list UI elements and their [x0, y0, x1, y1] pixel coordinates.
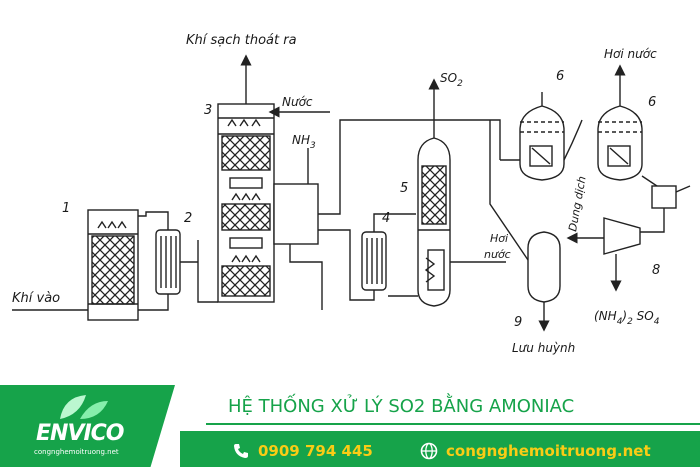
line-1-2-bottom [138, 294, 169, 311]
line-to-9 [489, 120, 529, 261]
nh3-sub: 3 [310, 141, 316, 151]
line-2-3 [197, 240, 218, 303]
tower-3-side-vessel [273, 183, 319, 245]
label-steam-mid-2: nước [484, 248, 511, 261]
number-9: 9 [514, 315, 522, 330]
label-so2: SO2 [440, 71, 463, 89]
footer-banner: ENVICO congnghemoitruong.net HỆ THỐNG XỬ… [0, 385, 700, 467]
heat-exchanger-2 [155, 229, 181, 295]
globe-icon [420, 442, 438, 460]
label-sulfur: Lưu huỳnh [512, 341, 575, 355]
label-ammonium-sulfate: (NH4)2 SO4 [594, 309, 660, 327]
number-6a: 6 [556, 69, 564, 84]
number-6b: 6 [648, 95, 656, 110]
line-box-8 [640, 208, 665, 233]
as-sub4b: 4 [654, 317, 660, 327]
nh3-text: NH [292, 133, 310, 147]
reactor-6a [519, 105, 565, 181]
website-link[interactable]: congnghemoitruong.net [446, 442, 651, 460]
label-nh3: NH3 [292, 133, 316, 151]
tank-9 [527, 231, 561, 303]
number-1: 1 [62, 201, 70, 216]
phone-number[interactable]: 0909 794 445 [258, 442, 373, 460]
label-steam-top: Hơi nước [604, 47, 657, 61]
line-3-to-6 [318, 119, 501, 215]
as-pre: (NH [594, 309, 617, 323]
line-3-4 [318, 229, 375, 301]
line-6a-6b [563, 119, 583, 161]
contact-bar [180, 431, 700, 467]
logo-subtext: congnghemoitruong.net [34, 448, 119, 456]
small-tank-out [675, 185, 691, 193]
as-mid: ) [621, 309, 627, 323]
number-3: 3 [204, 103, 212, 118]
process-diagram: Khí sạch thoát ra Khí vào Nước NH3 SO2 H… [12, 33, 691, 355]
reactor-6b [597, 105, 643, 181]
logo-text: ENVICO [36, 421, 124, 446]
label-solution: Dung dịch [566, 175, 589, 232]
label-water: Nước [282, 95, 313, 109]
number-4: 4 [382, 211, 390, 226]
absorber-1 [87, 209, 139, 321]
process-diagram-svg: Khí sạch thoát ra Khí vào Nước NH3 SO2 H… [12, 33, 691, 355]
as-post: SO [633, 309, 654, 323]
banner-title: HỆ THỐNG XỬ LÝ SO2 BẰNG AMONIAC [228, 396, 575, 417]
so2-text: SO [440, 71, 457, 85]
label-steam-mid-1: Hơi [490, 232, 508, 245]
phone-icon [234, 444, 248, 458]
line-return [289, 244, 323, 310]
banner-divider [206, 423, 700, 425]
line-4-5 [373, 213, 416, 232]
so2-sub: 2 [457, 79, 463, 89]
logo-panel: ENVICO congnghemoitruong.net [0, 385, 175, 467]
as-sub2: 2 [627, 317, 633, 327]
as-sub4: 4 [617, 317, 623, 327]
line-1-2-top [138, 211, 169, 230]
centrifuge-8 [603, 217, 641, 255]
number-5: 5 [400, 181, 408, 196]
label-gas-in: Khí vào [12, 291, 60, 306]
regenerator-5 [417, 137, 451, 307]
main-tower-3 [217, 103, 275, 303]
number-8: 8 [652, 263, 660, 278]
label-clean-gas-out: Khí sạch thoát ra [186, 33, 297, 48]
heat-exchanger-4 [361, 231, 387, 291]
leaf-icon [60, 395, 108, 419]
small-tank [651, 185, 677, 209]
number-2: 2 [184, 211, 192, 226]
